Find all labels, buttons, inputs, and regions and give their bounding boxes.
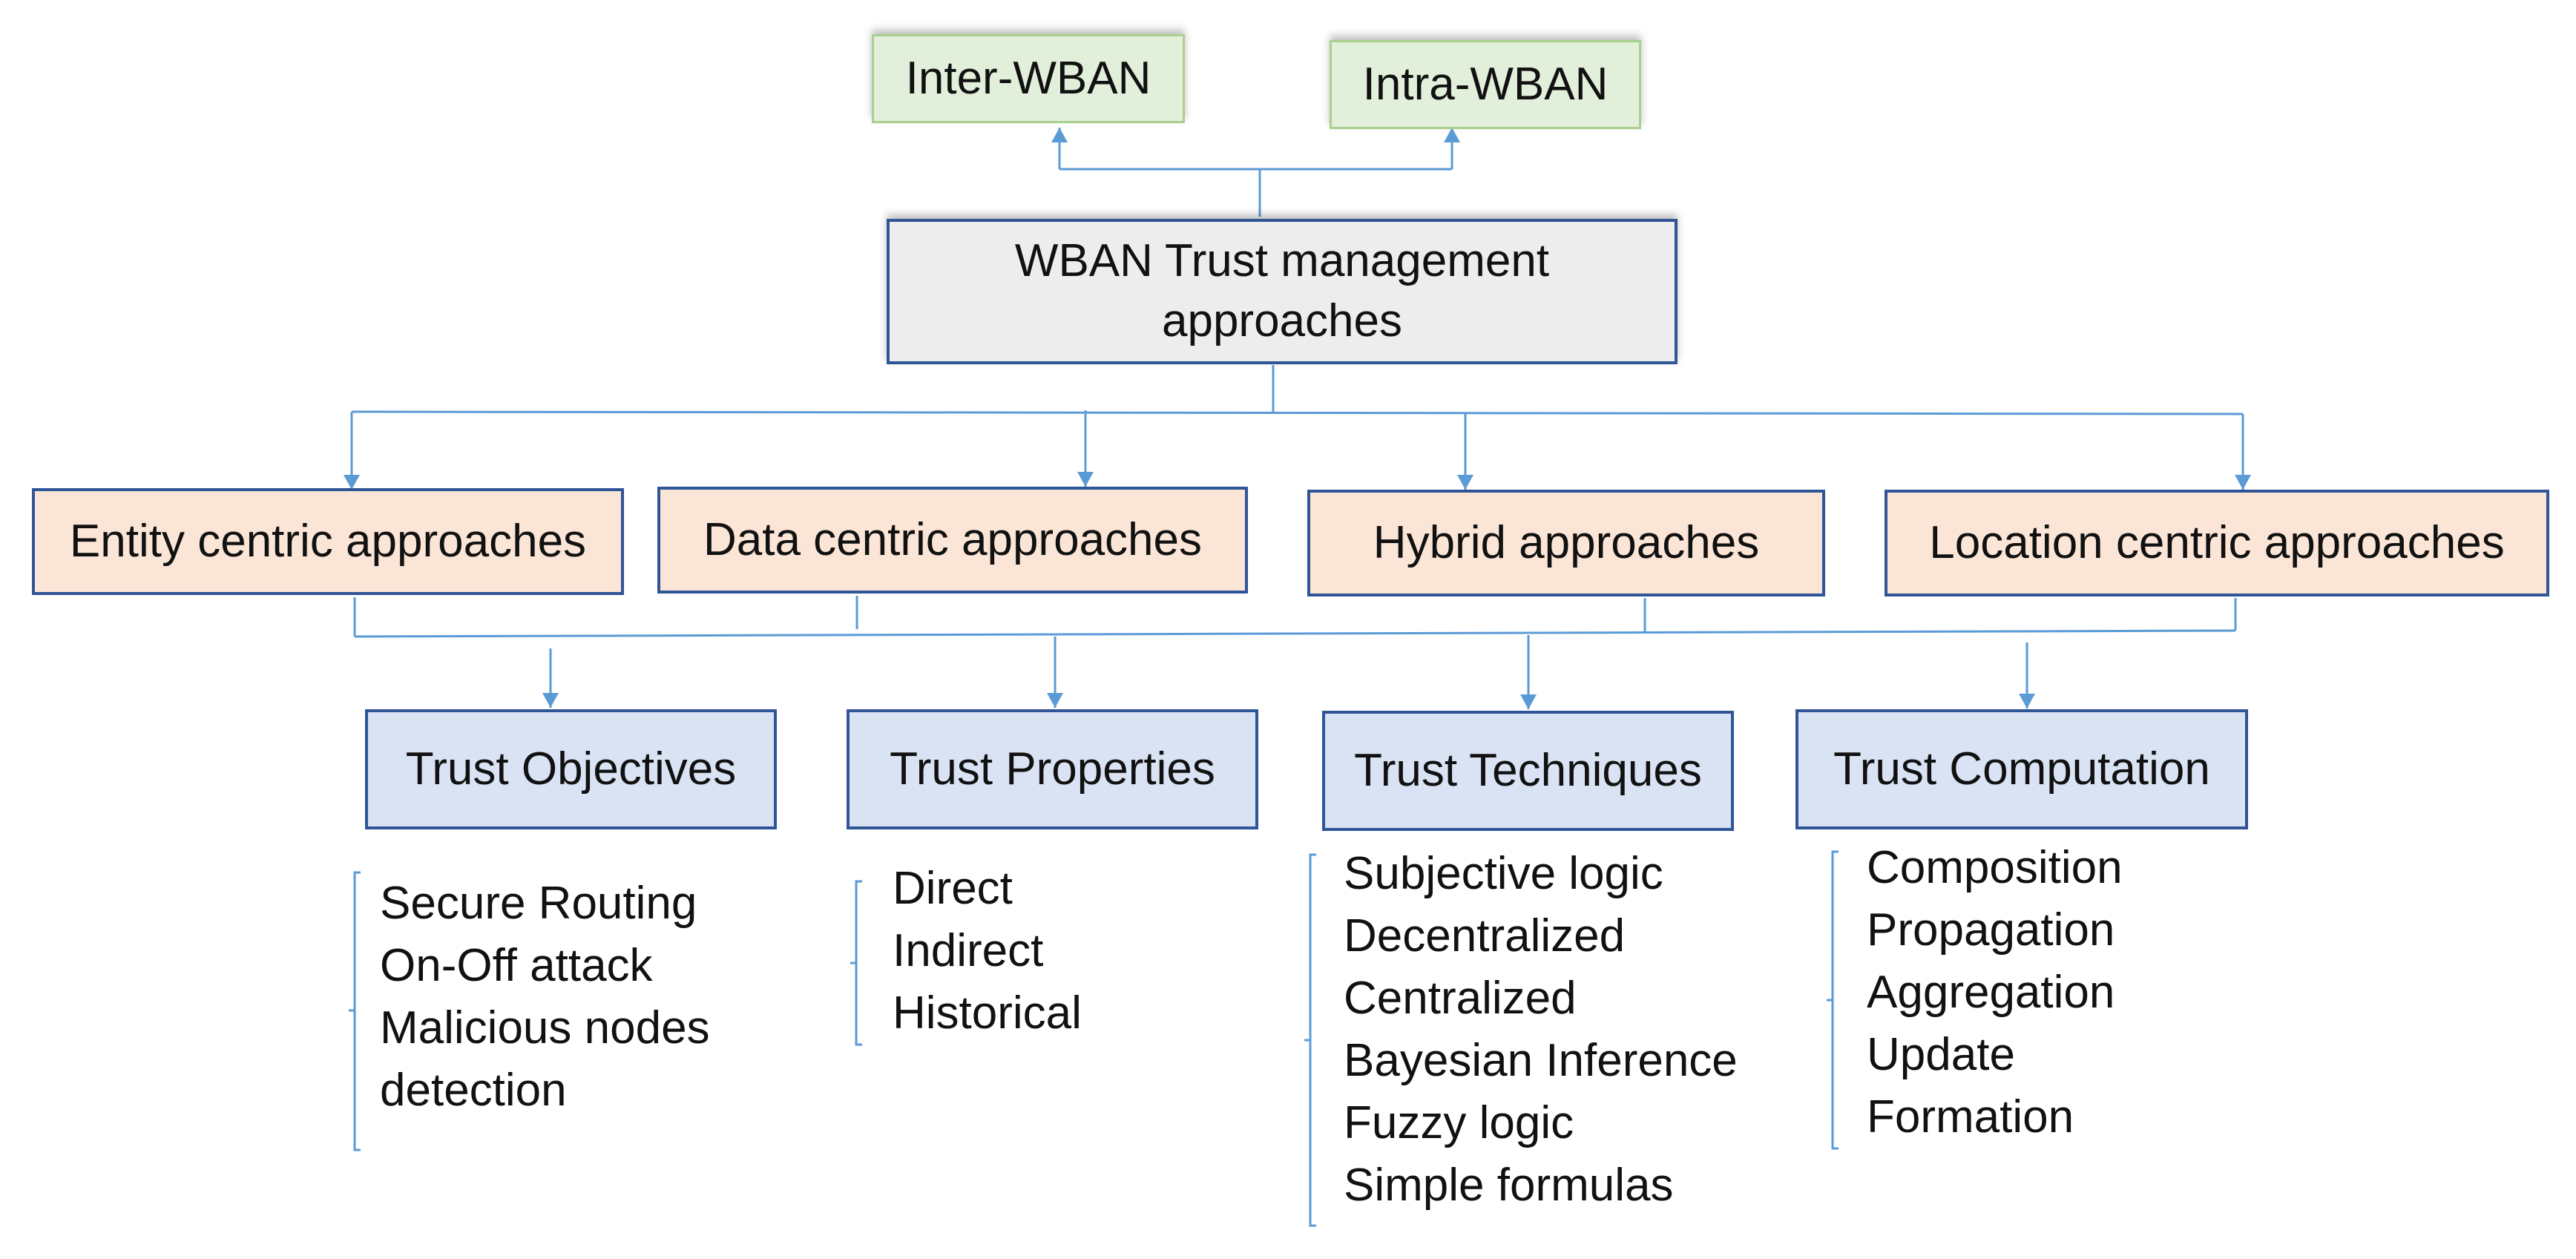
list-item: Bayesian Inference xyxy=(1344,1035,1738,1086)
properties-bracket xyxy=(850,880,862,1046)
list-item: Aggregation xyxy=(1867,967,2115,1018)
list-item: Propagation xyxy=(1867,904,2115,956)
objectives-list: Secure Routing On-Off attack Malicious n… xyxy=(380,872,710,1122)
list-item: Centralized xyxy=(1344,973,1577,1024)
computation-bracket xyxy=(1827,850,1839,1150)
list-item: Fuzzy logic xyxy=(1344,1097,1574,1148)
inter-wban-node: Inter-WBAN xyxy=(872,34,1185,123)
trust-techniques-node: Trust Techniques xyxy=(1322,711,1734,831)
properties-list: Direct Indirect Historical xyxy=(893,858,1082,1045)
list-item: Direct xyxy=(893,863,1013,914)
trust-computation-node: Trust Computation xyxy=(1795,709,2248,829)
location-centric-node: Location centric approaches xyxy=(1885,490,2549,596)
entity-centric-node: Entity centric approaches xyxy=(32,488,624,595)
hybrid-node: Hybrid approaches xyxy=(1307,490,1825,596)
list-item: detection xyxy=(380,1065,567,1116)
list-item: Subjective logic xyxy=(1344,848,1663,899)
list-item: Malicious nodes xyxy=(380,1002,710,1053)
list-item: Indirect xyxy=(893,925,1044,976)
root-node: WBAN Trust management approaches xyxy=(887,219,1678,364)
list-item: Simple formulas xyxy=(1344,1160,1674,1211)
list-item: On-Off attack xyxy=(380,940,653,991)
trust-objectives-node: Trust Objectives xyxy=(365,709,777,829)
list-item: Composition xyxy=(1867,842,2123,893)
list-item: Formation xyxy=(1867,1091,2074,1143)
techniques-list: Subjective logic Decentralized Centraliz… xyxy=(1344,843,1738,1217)
list-item: Update xyxy=(1867,1029,2015,1080)
approach-h-line xyxy=(351,410,2244,415)
list-item: Historical xyxy=(893,987,1082,1039)
intra-wban-node: Intra-WBAN xyxy=(1330,40,1641,129)
techniques-bracket xyxy=(1304,853,1316,1227)
trust-properties-node: Trust Properties xyxy=(847,709,1258,829)
data-centric-node: Data centric approaches xyxy=(657,487,1248,594)
objectives-bracket xyxy=(349,871,361,1151)
list-item: Secure Routing xyxy=(380,878,697,929)
list-item: Decentralized xyxy=(1344,910,1626,961)
computation-list: Composition Propagation Aggregation Upda… xyxy=(1867,837,2123,1148)
category-h-line xyxy=(354,629,2236,638)
